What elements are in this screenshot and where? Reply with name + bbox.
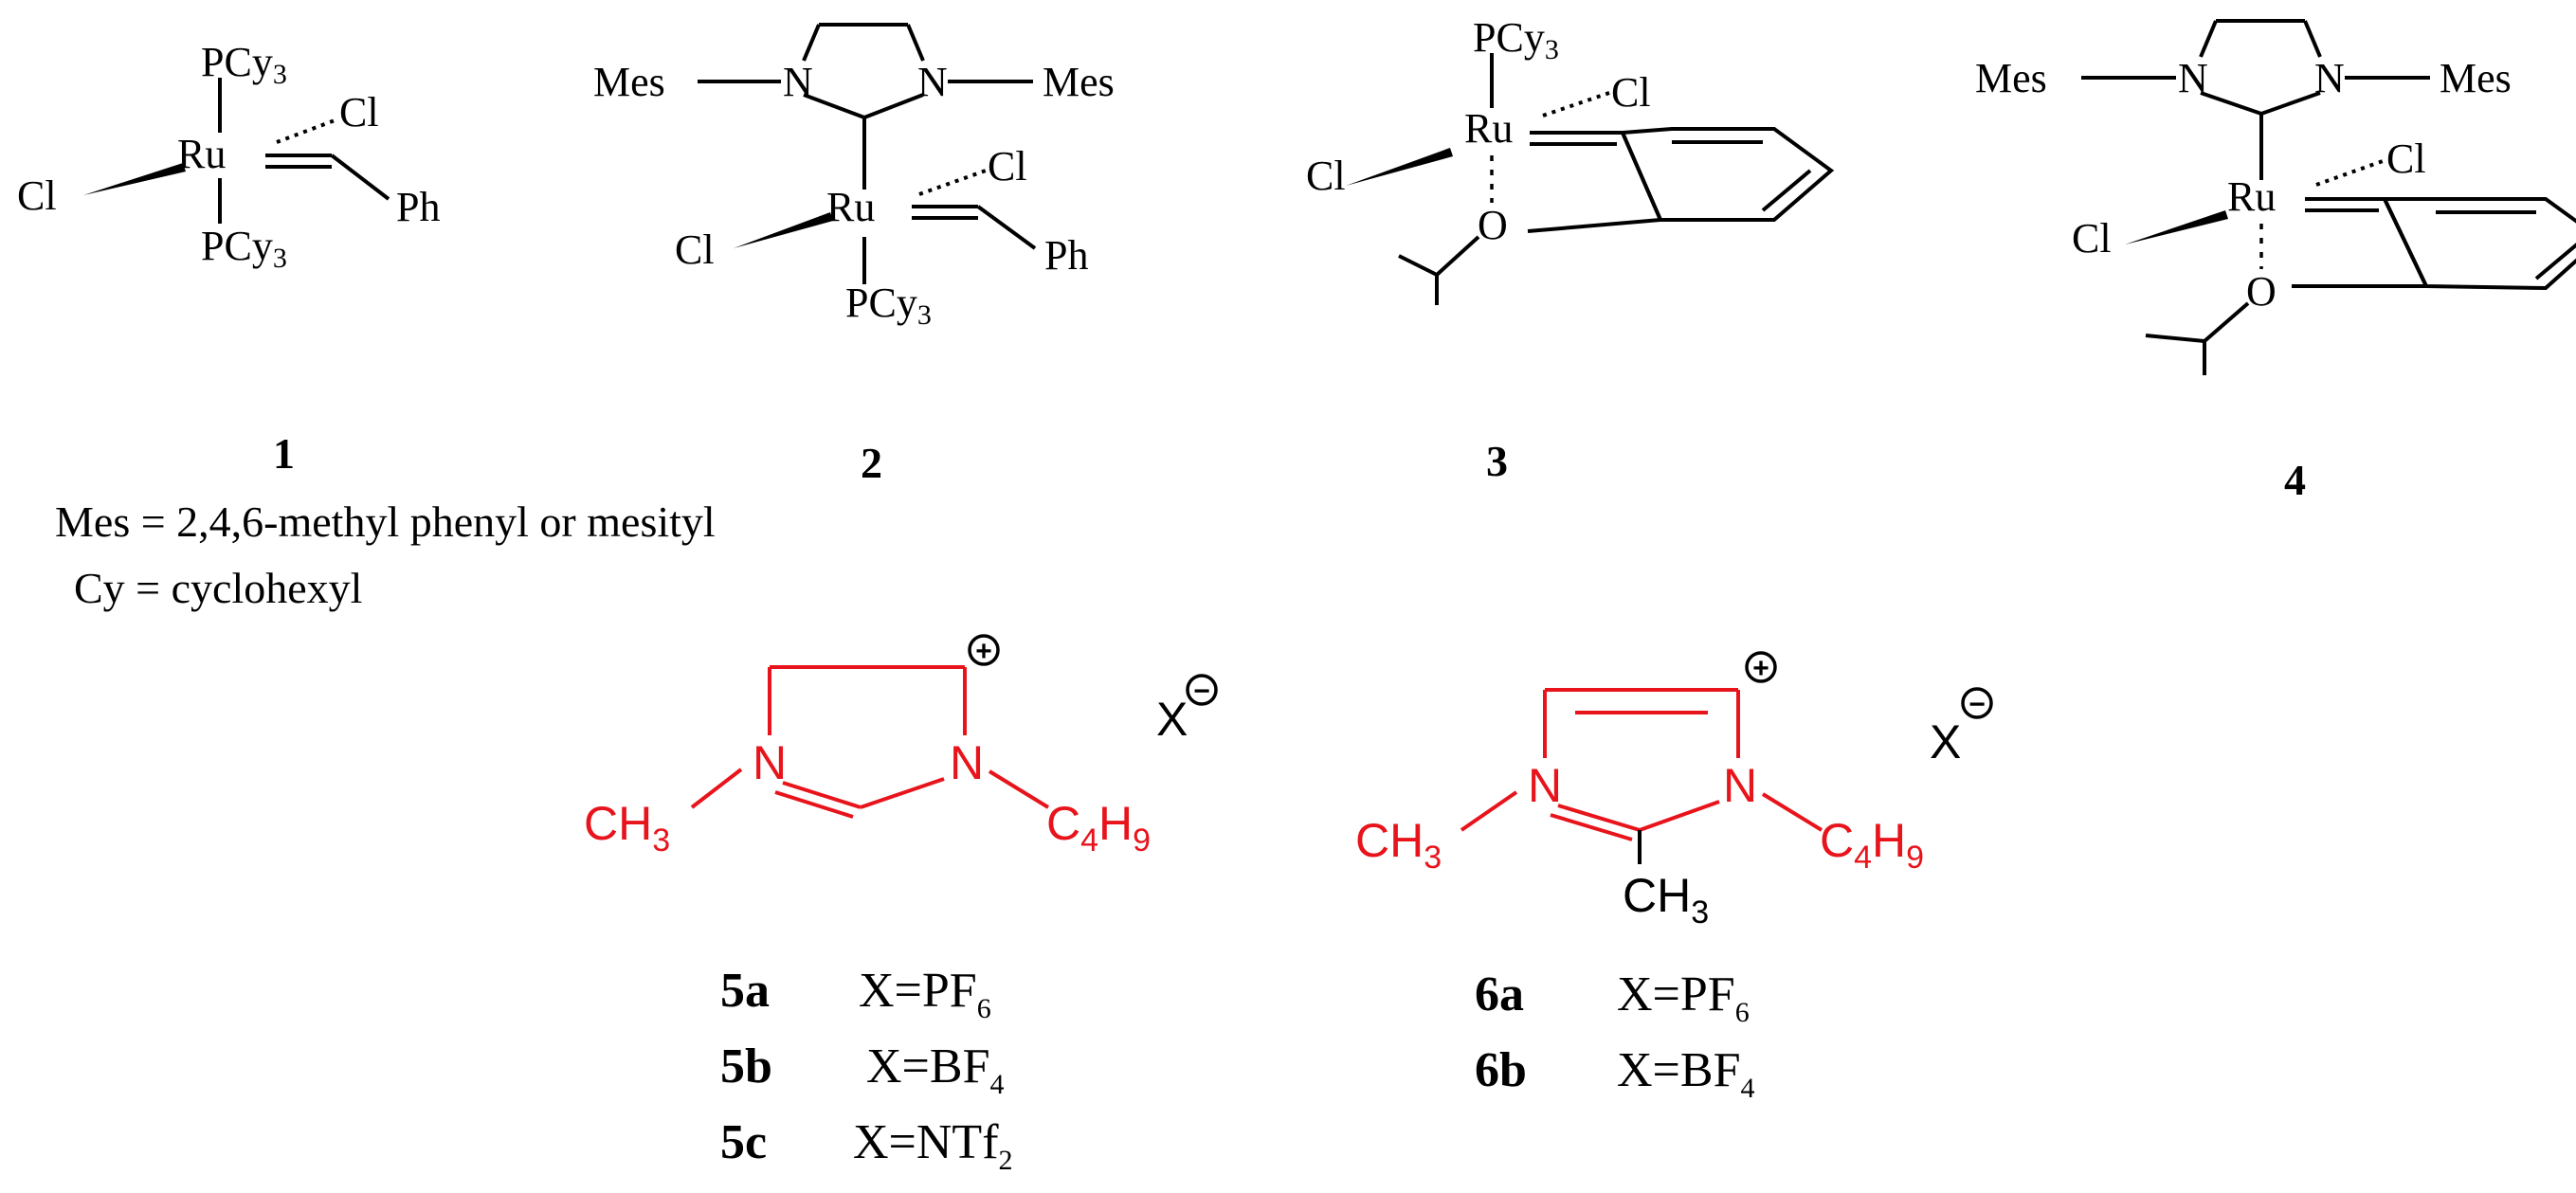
compound-4-ruthenium: Ru xyxy=(2227,173,2276,220)
legend-5c-id: 5c xyxy=(720,1115,767,1169)
legend-6a-formula: X=PF6 xyxy=(1617,967,1750,1028)
ionic-liquid-6-methyl-left: CH3 xyxy=(1355,814,1442,876)
compound-4-structure: N N Mes Mes Ru Cl Cl O 4 xyxy=(1975,19,2576,504)
ionic-liquid-6-cation-charge: + xyxy=(1752,653,1769,684)
legend-5b-formula: X=BF4 xyxy=(866,1039,1004,1100)
compound-1-phosphine-bottom: PCy3 xyxy=(201,223,287,274)
legend-5b-id: 5b xyxy=(720,1039,772,1094)
compound-3-chloride-right: Cl xyxy=(1611,69,1651,116)
compound-4-chloride-left: Cl xyxy=(2072,215,2112,262)
ionic-liquid-6-methyl-c2: CH3 xyxy=(1623,869,1709,931)
compound-2-structure: N N Mes Mes Ru Cl Cl Ph PCy3 2 xyxy=(593,23,1115,487)
compound-2-chloride-left: Cl xyxy=(675,226,715,273)
compound-2-phosphine: PCy3 xyxy=(845,280,932,331)
compound-4-oxygen: O xyxy=(2246,268,2277,315)
compound-2-ruthenium: Ru xyxy=(826,184,875,230)
ionic-liquid-5-cation-charge: + xyxy=(975,636,992,667)
compound-1-phenyl: Ph xyxy=(396,184,440,230)
ionic-liquid-6-anion: X xyxy=(1930,715,1961,768)
compound-2-nitrogen-right: N xyxy=(917,59,948,105)
ionic-liquid-6-butyl: C4H9 xyxy=(1820,814,1924,876)
legend-5a-id: 5a xyxy=(720,964,770,1018)
compound-3-phosphine: PCy3 xyxy=(1473,14,1559,65)
legend-5c-formula: X=NTf2 xyxy=(853,1115,1013,1176)
ionic-liquid-5-butyl: C4H9 xyxy=(1046,797,1151,859)
compound-3-chloride-left: Cl xyxy=(1306,153,1346,199)
compound-2-mesityl-left: Mes xyxy=(593,59,665,105)
ionic-liquid-6-anion-charge: − xyxy=(1968,689,1986,720)
compound-4-nitrogen-right: N xyxy=(2314,55,2345,101)
cyclohexyl-definition: Cy = cyclohexyl xyxy=(74,564,362,612)
mesityl-definition: Mes = 2,4,6-methyl phenyl or mesityl xyxy=(55,497,716,546)
compound-3-ruthenium: Ru xyxy=(1464,105,1513,152)
ionic-liquid-6-nitrogen-right: N xyxy=(1723,759,1757,812)
compound-1-structure: Ru Cl Cl Ph PCy3 PCy3 1 xyxy=(17,39,440,478)
compound-1-chloride-left: Cl xyxy=(17,172,57,219)
compound-2-chloride-right: Cl xyxy=(988,143,1027,190)
compound-2-nitrogen-left: N xyxy=(783,59,813,105)
compound-1-ruthenium: Ru xyxy=(177,131,226,177)
ionic-liquid-5-anion-charge: − xyxy=(1193,676,1210,707)
ionic-liquid-6-nitrogen-left: N xyxy=(1528,759,1562,812)
compound-2-phenyl: Ph xyxy=(1044,232,1088,279)
ionic-liquid-5-anion: X xyxy=(1156,693,1188,746)
ionic-liquid-5-methyl: CH3 xyxy=(584,797,670,859)
ionic-liquid-5-structure: + N N CH3 C4H9 X − xyxy=(584,634,1218,859)
legend-5a-formula: X=PF6 xyxy=(859,964,991,1024)
compound-2-mesityl-right: Mes xyxy=(1043,59,1115,105)
compound-1-phosphine-top: PCy3 xyxy=(201,39,287,90)
compound-4-chloride-right: Cl xyxy=(2386,136,2426,182)
compound-1-chloride-right: Cl xyxy=(339,89,379,136)
compound-2-label: 2 xyxy=(861,439,882,487)
compound-3-oxygen: O xyxy=(1478,202,1508,248)
compound-4-nitrogen-left: N xyxy=(2178,55,2208,101)
compound-4-mesityl-right: Mes xyxy=(2440,55,2512,101)
ionic-liquid-5-nitrogen-right: N xyxy=(950,736,984,789)
ionic-liquid-6-legend: 6a X=PF6 6b X=BF4 xyxy=(1475,967,1754,1104)
ionic-liquid-6-structure: + N N CH3 C4H9 CH3 X − xyxy=(1355,651,1993,931)
legend-6a-id: 6a xyxy=(1475,967,1524,1021)
compound-4-mesityl-left: Mes xyxy=(1975,55,2047,101)
ionic-liquid-5-legend: 5a X=PF6 5b X=BF4 5c X=NTf2 xyxy=(720,964,1013,1176)
legend-6b-formula: X=BF4 xyxy=(1617,1043,1754,1104)
legend-6b-id: 6b xyxy=(1475,1043,1527,1097)
compound-3-label: 3 xyxy=(1486,437,1508,485)
compound-1-label: 1 xyxy=(273,429,295,478)
compound-4-label: 4 xyxy=(2284,456,2306,504)
compound-3-structure: PCy3 Ru Cl Cl O 3 xyxy=(1306,14,1835,485)
ionic-liquid-5-nitrogen-left: N xyxy=(753,736,787,789)
